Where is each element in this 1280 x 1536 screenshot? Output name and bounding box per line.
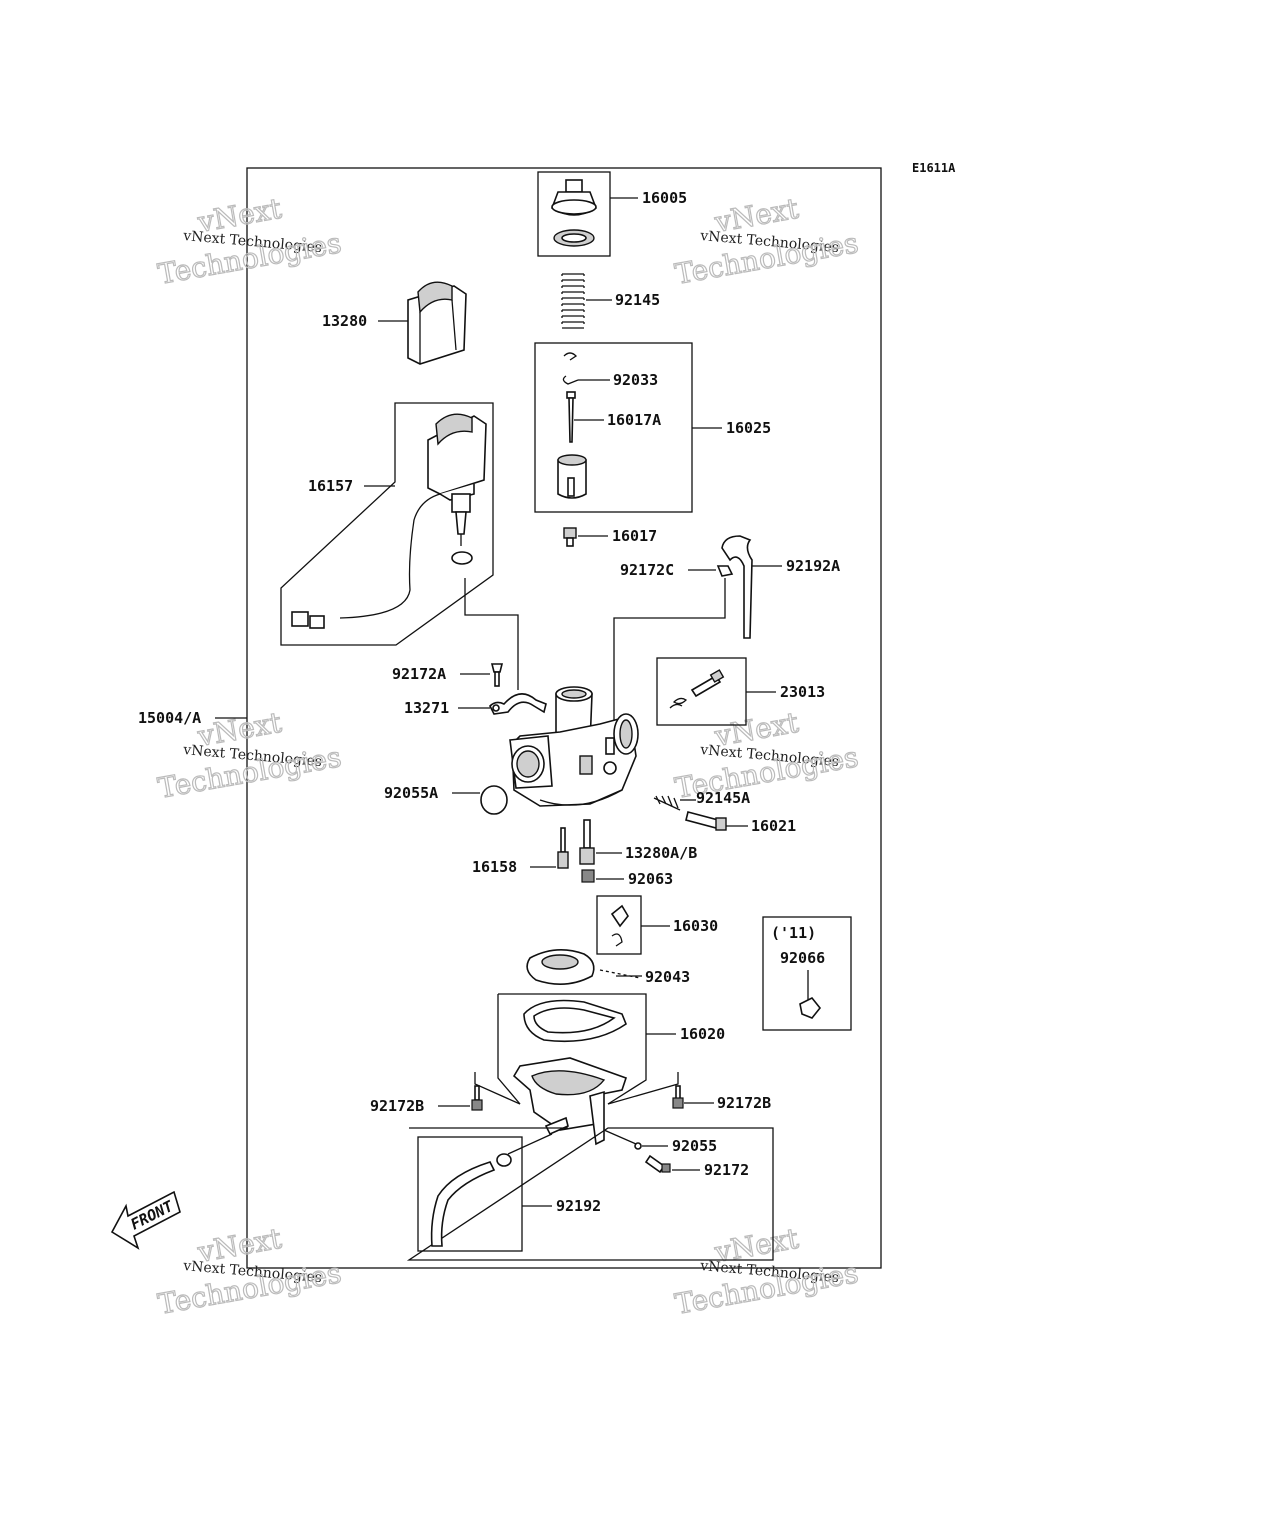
label-16005: 16005 <box>642 189 687 207</box>
box-92066 <box>762 916 852 1031</box>
label-92063: 92063 <box>628 870 673 888</box>
part-gasket <box>523 999 627 1043</box>
box-16020 <box>497 993 647 1105</box>
box-16157 <box>280 402 494 646</box>
label-92172C: 92172C <box>620 561 674 579</box>
part-13280-cover <box>407 281 467 365</box>
part-23013-screw <box>669 669 725 709</box>
box-92192-inner <box>417 1136 523 1252</box>
label-16025: 16025 <box>726 419 771 437</box>
part-16158-jet <box>557 827 569 869</box>
front-label: FRONT <box>128 1197 177 1234</box>
part-92066-cap <box>799 996 822 1019</box>
label-16021: 16021 <box>751 817 796 835</box>
label-16020: 16020 <box>680 1025 725 1043</box>
label-13280: 13280 <box>322 312 367 330</box>
label-92172A: 92172A <box>392 665 446 683</box>
label-92145: 92145 <box>615 291 660 309</box>
label-92043: 92043 <box>645 968 690 986</box>
part-92055-oring <box>634 1142 642 1150</box>
watermark-6: vNext vNext Technologies Technologies <box>672 1221 861 1321</box>
label-92172B-right: 92172B <box>717 1094 771 1112</box>
part-92172-screw <box>644 1154 671 1174</box>
part-13271-clamp <box>489 693 547 715</box>
label-15004A: 15004/A <box>138 709 201 727</box>
part-float-bowl <box>512 1057 628 1146</box>
label-23013: 23013 <box>780 683 825 701</box>
diagram-code: E1611A <box>912 161 956 175</box>
part-92172B-screw-right <box>672 1085 684 1109</box>
part-92145-spring <box>561 273 585 329</box>
part-float <box>526 949 595 985</box>
box-92192 <box>406 1127 774 1261</box>
label-92055: 92055 <box>672 1137 717 1155</box>
label-92172: 92172 <box>704 1161 749 1179</box>
front-arrow-icon: FRONT <box>110 1190 181 1250</box>
part-16157-choke <box>291 413 487 629</box>
part-16017-jet <box>563 527 577 547</box>
part-throttle-valve <box>557 454 587 499</box>
label-92055A: 92055A <box>384 784 438 802</box>
label-16030: 16030 <box>673 917 718 935</box>
part-16030-float-valve <box>610 904 629 947</box>
part-92172B-screw-left <box>471 1085 483 1111</box>
part-92145A-spring <box>653 795 681 811</box>
part-92172C-clip <box>716 565 734 577</box>
label-16017: 16017 <box>612 527 657 545</box>
part-16005-cap <box>537 171 611 257</box>
part-carburetor-body <box>509 686 639 807</box>
box-16030 <box>596 895 642 955</box>
part-13280AB-jet <box>579 819 595 865</box>
label-92172B-left: 92172B <box>370 1097 424 1115</box>
label-year-11: ('11) <box>771 924 816 942</box>
label-92192A: 92192A <box>786 557 840 575</box>
part-92192A-tube <box>721 535 753 639</box>
watermark-2: vNext vNext Technologies Technologies <box>672 191 861 291</box>
label-13271: 13271 <box>404 699 449 717</box>
watermark-1: vNext vNext Technologies Technologies <box>155 191 344 291</box>
label-92145A: 92145A <box>696 789 750 807</box>
part-16017A-needle <box>566 391 576 443</box>
label-13280AB: 13280A/B <box>625 844 697 862</box>
label-16017A: 16017A <box>607 411 661 429</box>
part-92043-pin <box>599 969 641 979</box>
watermark-5: vNext vNext Technologies Technologies <box>155 1221 344 1321</box>
part-16021-screw <box>685 811 727 831</box>
label-92066: 92066 <box>780 949 825 967</box>
part-92055A-oring <box>480 785 508 815</box>
part-92033-clip <box>562 352 579 385</box>
label-16158: 16158 <box>472 858 517 876</box>
label-16157: 16157 <box>308 477 353 495</box>
part-92192-hose <box>430 1153 512 1247</box>
part-92063-plug <box>581 869 595 883</box>
part-92172A-screw <box>490 663 504 687</box>
label-92033: 92033 <box>613 371 658 389</box>
label-92192: 92192 <box>556 1197 601 1215</box>
